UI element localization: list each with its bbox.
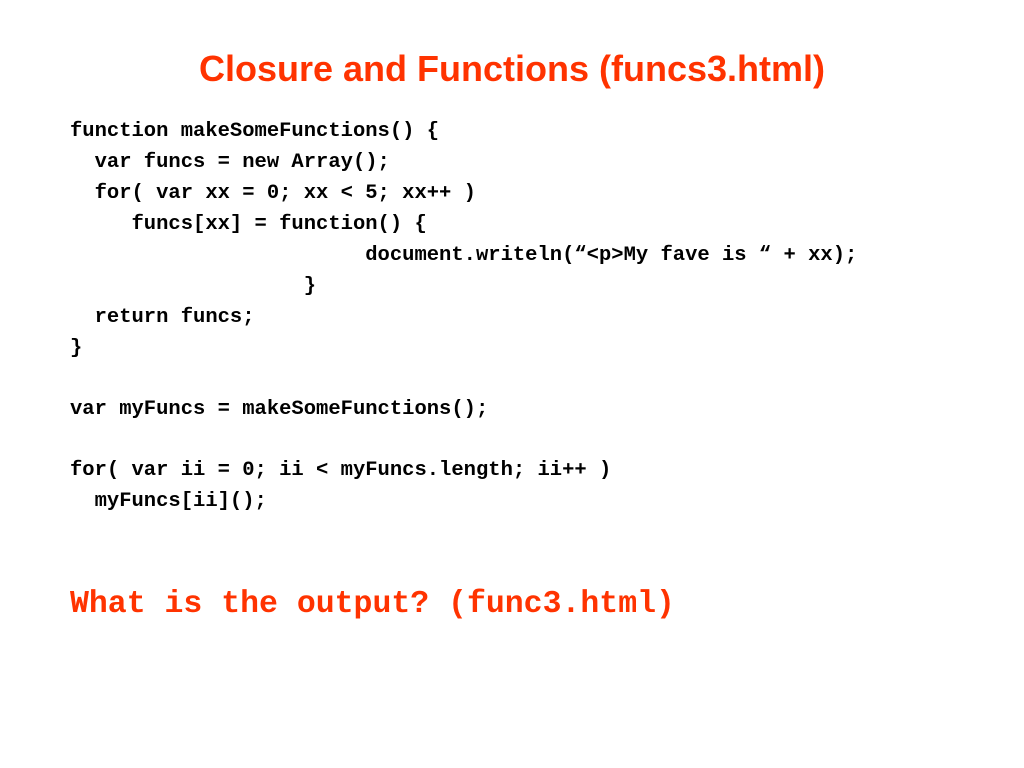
code-line: var funcs = new Array(); [70,151,390,174]
slide-title: Closure and Functions (funcs3.html) [198,48,826,89]
code-line: return funcs; [70,306,255,329]
code-line: for( var ii = 0; ii < myFuncs.length; ii… [70,459,612,482]
question-text: What is the output? (func3.html) [70,587,675,622]
code-line: myFuncs[ii](); [70,490,267,513]
code-line: document.writeln(“<p>My fave is “ + xx); [70,244,858,267]
code-line: for( var xx = 0; xx < 5; xx++ ) [70,182,476,205]
code-line: } [70,275,317,298]
code-line: function makeSomeFunctions() { [70,120,440,143]
code-line: } [70,337,83,360]
code-line: var myFuncs = makeSomeFunctions(); [70,398,489,421]
code-line: funcs[xx] = function() { [70,213,427,236]
